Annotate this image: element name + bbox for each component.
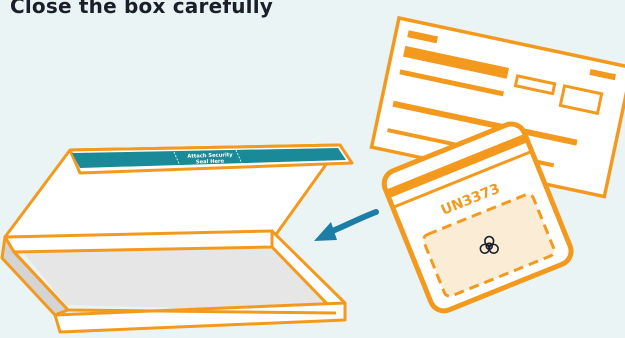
seal-label-line2: Seal Here [196,158,225,165]
shipping-box: Attach Security Seal Here [2,145,352,332]
insert-arrow [314,212,376,241]
